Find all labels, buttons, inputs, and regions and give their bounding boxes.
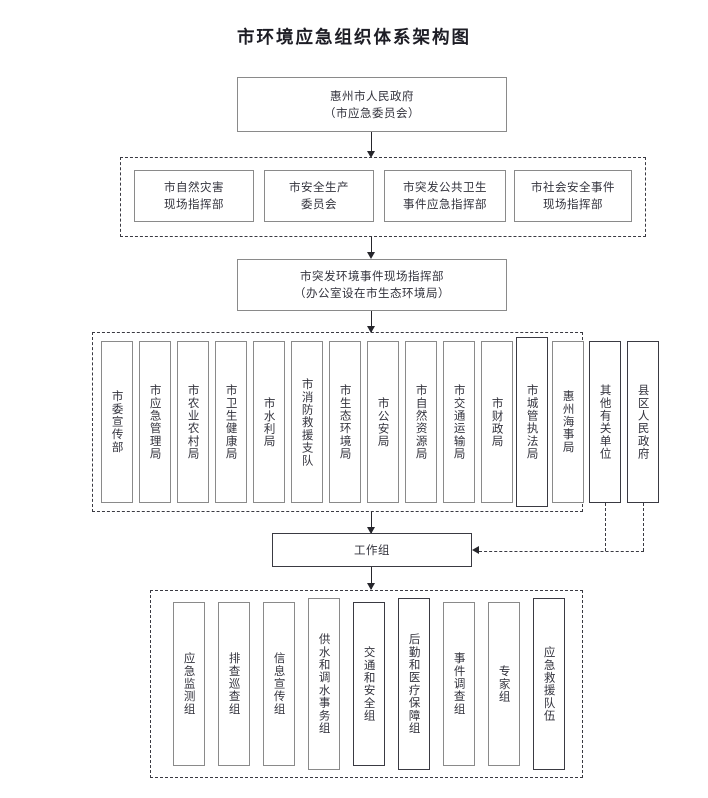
connector-sitehq-to-members	[371, 311, 372, 333]
node-command-center-3-line1: 市社会安全事件	[531, 180, 615, 195]
connector-external1-down	[643, 503, 644, 551]
node-member-unit-4[interactable]: 市水利局	[253, 341, 285, 503]
node-member-unit-0[interactable]: 市委宣传部	[101, 341, 133, 503]
node-task-group-8[interactable]: 应急救援队伍	[533, 598, 565, 770]
node-command-center-3-line2: 现场指挥部	[543, 197, 603, 211]
node-task-group-7-label: 专家组	[497, 664, 512, 704]
node-member-unit-6[interactable]: 市生态环境局	[329, 341, 361, 503]
connector-members-to-workgroup	[371, 512, 372, 534]
connector-external-to-workgroup	[479, 551, 644, 552]
node-command-center-1-line1: 市安全生产	[289, 180, 349, 195]
group-task-groups	[150, 590, 583, 778]
node-member-unit-3[interactable]: 市卫生健康局	[215, 341, 247, 503]
node-municipal-government[interactable]: 惠州市人民政府 （市应急委员会）	[237, 77, 507, 132]
node-task-group-2-label: 信息宣传组	[272, 652, 287, 716]
node-command-center-0[interactable]: 市自然灾害 现场指挥部	[134, 170, 254, 222]
node-command-center-1[interactable]: 市安全生产 委员会	[264, 170, 374, 222]
node-site-headquarters[interactable]: 市突发环境事件现场指挥部 （办公室设在市生态环境局）	[237, 259, 507, 311]
node-member-unit-11[interactable]: 市城管执法局	[516, 337, 548, 507]
node-command-center-2-line1: 市突发公共卫生	[403, 180, 487, 195]
node-external-unit-0[interactable]: 其他有关单位	[589, 341, 621, 503]
node-member-unit-1-label: 市应急管理局	[148, 383, 163, 461]
node-task-group-7[interactable]: 专家组	[488, 602, 520, 766]
group-command-centers	[120, 157, 646, 237]
node-task-group-3-label: 供水和调水事务组	[317, 633, 332, 735]
node-working-group-label: 工作组	[354, 542, 390, 557]
node-member-unit-7[interactable]: 市公安局	[367, 341, 399, 503]
node-task-group-6-label: 事件调查组	[452, 652, 467, 716]
node-task-group-0-label: 应急监测组	[182, 652, 197, 716]
node-task-group-2[interactable]: 信息宣传组	[263, 602, 295, 766]
arrowhead-sitehq-to-members	[367, 326, 375, 333]
node-member-unit-2-label: 市农业农村局	[186, 383, 201, 461]
node-member-unit-2[interactable]: 市农业农村局	[177, 341, 209, 503]
node-member-unit-10-label: 市财政局	[490, 396, 505, 448]
node-member-unit-12[interactable]: 惠州海事局	[552, 341, 584, 503]
arrowhead-workgroup-to-tasks	[367, 583, 375, 590]
node-member-unit-10[interactable]: 市财政局	[481, 341, 513, 503]
node-member-unit-1[interactable]: 市应急管理局	[139, 341, 171, 503]
node-member-unit-5[interactable]: 市消防救援支队	[291, 341, 323, 503]
arrowhead-gov-to-centers	[367, 151, 375, 158]
node-task-group-1-label: 排查巡查组	[227, 652, 242, 716]
node-command-center-2-line2: 事件应急指挥部	[403, 197, 487, 211]
node-working-group[interactable]: 工作组	[272, 533, 472, 567]
node-member-unit-8-label: 市自然资源局	[414, 383, 429, 461]
arrowhead-external-to-workgroup	[472, 546, 479, 554]
node-municipal-government-line1: 惠州市人民政府	[330, 88, 414, 103]
node-municipal-government-line2: （市应急委员会）	[324, 105, 420, 120]
node-command-center-3[interactable]: 市社会安全事件 现场指挥部	[514, 170, 632, 222]
node-member-unit-12-label: 惠州海事局	[561, 390, 576, 454]
connector-centers-to-sitehq	[371, 237, 372, 257]
node-member-unit-9-label: 市交通运输局	[452, 383, 467, 461]
node-command-center-2[interactable]: 市突发公共卫生 事件应急指挥部	[384, 170, 506, 222]
node-member-unit-11-label: 市城管执法局	[525, 383, 540, 461]
node-member-unit-5-label: 市消防救援支队	[300, 377, 315, 467]
node-site-headquarters-line2: （办公室设在市生态环境局）	[294, 286, 450, 300]
connector-external0-down	[605, 503, 606, 551]
node-task-group-4-label: 交通和安全组	[362, 645, 377, 723]
node-member-unit-8[interactable]: 市自然资源局	[405, 341, 437, 503]
connector-workgroup-to-tasks	[371, 567, 372, 589]
node-member-unit-6-label: 市生态环境局	[338, 383, 353, 461]
arrowhead-centers-to-sitehq	[367, 252, 375, 259]
node-task-group-0[interactable]: 应急监测组	[173, 602, 205, 766]
node-command-center-0-line2: 现场指挥部	[164, 197, 224, 211]
connector-gov-to-centers	[371, 132, 372, 156]
node-member-unit-3-label: 市卫生健康局	[224, 383, 239, 461]
node-site-headquarters-line1: 市突发环境事件现场指挥部	[300, 269, 444, 284]
node-command-center-1-line2: 委员会	[301, 197, 337, 211]
page-title: 市环境应急组织体系架构图	[237, 28, 471, 48]
node-member-unit-0-label: 市委宣传部	[110, 390, 125, 454]
node-external-unit-1-label: 县区人民政府	[636, 383, 651, 461]
node-task-group-5-label: 后勤和医疗保障组	[407, 633, 422, 735]
node-external-unit-1[interactable]: 县区人民政府	[627, 341, 659, 503]
node-task-group-4[interactable]: 交通和安全组	[353, 602, 385, 766]
arrowhead-members-to-workgroup	[367, 527, 375, 534]
node-command-center-0-line1: 市自然灾害	[164, 180, 224, 195]
node-task-group-3[interactable]: 供水和调水事务组	[308, 598, 340, 770]
node-member-unit-9[interactable]: 市交通运输局	[443, 341, 475, 503]
node-task-group-8-label: 应急救援队伍	[542, 645, 557, 723]
node-task-group-1[interactable]: 排查巡查组	[218, 602, 250, 766]
node-external-unit-0-label: 其他有关单位	[598, 383, 613, 461]
node-task-group-6[interactable]: 事件调查组	[443, 602, 475, 766]
node-member-unit-7-label: 市公安局	[376, 396, 391, 448]
node-member-unit-4-label: 市水利局	[262, 396, 277, 448]
node-task-group-5[interactable]: 后勤和医疗保障组	[398, 598, 430, 770]
